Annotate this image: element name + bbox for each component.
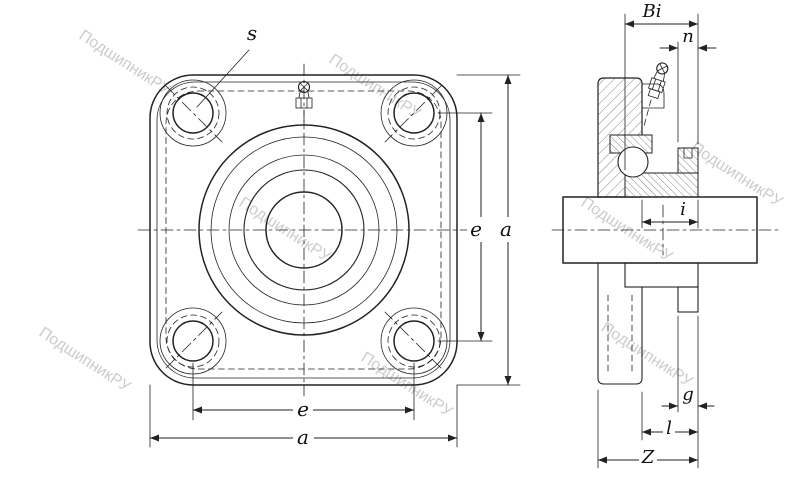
- dimension-a-bottom: a: [149, 384, 458, 450]
- grease-nipple-hex: [295, 97, 313, 109]
- label-mask: [638, 2, 666, 20]
- bolt-holes: [159, 79, 448, 375]
- outer-ring-circle: [210, 136, 398, 324]
- dimension-label-l: l: [666, 418, 672, 439]
- dimension-i: i: [641, 199, 699, 229]
- bolt-hole-top-left: [159, 79, 227, 147]
- inner-ring-bottom: [624, 262, 699, 288]
- label-mask: [496, 217, 517, 242]
- bolt-centerline: [384, 85, 442, 143]
- bore-circle: [265, 191, 343, 269]
- grease-nipple-hex-facets: [651, 78, 662, 92]
- label-mask: [293, 425, 314, 450]
- inner-ring-circle: [243, 169, 365, 291]
- grease-nipple-hex: [648, 77, 666, 94]
- center-lines: [137, 63, 471, 397]
- dimension-label-s: s: [247, 21, 257, 45]
- dimension-label-g: g: [682, 384, 694, 405]
- dimension-label-a: a: [500, 217, 512, 241]
- dimension-label-n: n: [682, 26, 694, 47]
- bolt-centerline: [165, 311, 223, 369]
- side-view: Bi n i g l: [551, 1, 779, 469]
- grease-passage-hidden: [643, 99, 652, 127]
- seal-circle: [228, 154, 380, 306]
- label-mask: [293, 397, 313, 422]
- dimension-e-right: e: [437, 112, 493, 342]
- housing-boss-circle: [198, 124, 410, 336]
- dimension-g: g: [661, 315, 715, 413]
- grease-nipple-ball: [297, 80, 311, 94]
- bolt-centerline: [165, 85, 223, 143]
- inner-ring-top: [624, 172, 699, 198]
- grease-nipple-ball: [656, 62, 669, 75]
- grease-nipple-cross: [656, 63, 668, 74]
- dimension-bi: Bi: [624, 1, 699, 171]
- s-leader-line: [196, 49, 250, 108]
- label-mask: [677, 202, 690, 219]
- bearing-circles: [198, 124, 410, 336]
- grease-nipple-neck: [653, 71, 665, 82]
- bolt-centerline: [384, 311, 442, 369]
- collar-bottom: [677, 286, 699, 313]
- dimension-label-bi: Bi: [642, 1, 662, 22]
- dimension-e-bottom: e: [192, 362, 415, 422]
- label-mask: [467, 217, 487, 242]
- set-screw: [683, 147, 693, 159]
- label-mask: [663, 420, 675, 438]
- dimension-s: s: [196, 21, 257, 108]
- label-mask: [639, 448, 657, 467]
- dimension-l: l: [641, 391, 699, 441]
- grease-nipple-cross: [299, 82, 309, 92]
- grease-nipple-stem: [647, 88, 661, 100]
- watermark-layer: ПодшипникРУ ПодшипникРУ ПодшипникРУ Подш…: [36, 27, 786, 421]
- watermark-text: ПодшипникРУ: [326, 51, 424, 123]
- dimension-label-e: e: [297, 397, 309, 421]
- dimension-label-z: Z: [641, 447, 655, 468]
- dimension-a-right: a: [456, 74, 521, 386]
- dimension-label-a: a: [297, 425, 309, 449]
- bolt-boss-circle: [159, 79, 227, 147]
- bearing-ball: [617, 146, 649, 178]
- bolt-hole-circle: [172, 320, 214, 362]
- dimension-n: n: [659, 26, 717, 143]
- bolt-hole-circle: [172, 92, 214, 134]
- grease-nipple-neck: [298, 91, 310, 99]
- grease-fitting-front: [295, 80, 313, 125]
- dimension-z: Z: [597, 315, 699, 469]
- front-view: s e a e a: [137, 21, 521, 450]
- grease-nipple-hex-facets: [300, 97, 308, 109]
- bolt-hole-circle: [393, 320, 435, 362]
- grease-fitting-side: [647, 62, 669, 100]
- watermark-text: ПодшипникРУ: [598, 319, 696, 391]
- watermark-text: ПодшипникРУ: [76, 27, 174, 99]
- bolt-hole-circle: [393, 92, 435, 134]
- collar-top: [677, 147, 699, 174]
- hidden-bolt-hole-lines: [607, 294, 633, 373]
- dimension-label-e: e: [470, 217, 482, 241]
- bolt-hidden-circle: [166, 86, 220, 140]
- watermark-text: ПодшипникРУ: [36, 324, 134, 396]
- flange-bottom-outline: [597, 262, 643, 385]
- bolt-hole-top-right: [380, 79, 448, 147]
- dimension-label-i: i: [680, 199, 686, 220]
- watermark-text: ПодшипникРУ: [688, 139, 786, 211]
